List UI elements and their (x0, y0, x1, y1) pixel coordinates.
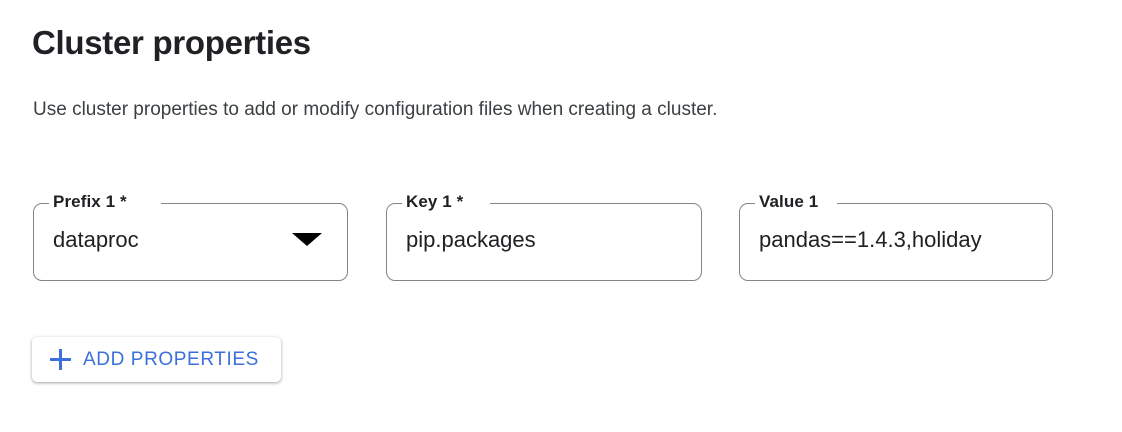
key-field-label: Key 1 * (406, 192, 464, 211)
key-input-value[interactable]: pip.packages (406, 227, 536, 252)
page-title: Cluster properties (32, 24, 311, 61)
add-properties-button-label: ADD PROPERTIES (83, 349, 259, 370)
prefix-select-value[interactable]: dataproc (53, 227, 139, 252)
key-input-field[interactable]: Key 1 * pip.packages (386, 192, 702, 281)
page-subtitle: Use cluster properties to add or modify … (33, 99, 718, 120)
value-input-field[interactable]: Value 1 pandas==1.4.3,holiday (739, 192, 1053, 281)
add-properties-button[interactable]: ADD PROPERTIES (32, 337, 281, 382)
prefix-field-label: Prefix 1 * (53, 192, 127, 211)
chevron-down-icon[interactable] (292, 233, 322, 246)
plus-icon (50, 349, 71, 370)
property-row: Prefix 1 * dataproc Key 1 * pip.packages… (0, 192, 1122, 283)
value-input-value[interactable]: pandas==1.4.3,holiday (759, 227, 982, 252)
prefix-select-field[interactable]: Prefix 1 * dataproc (33, 192, 348, 281)
value-field-label: Value 1 (759, 192, 819, 211)
